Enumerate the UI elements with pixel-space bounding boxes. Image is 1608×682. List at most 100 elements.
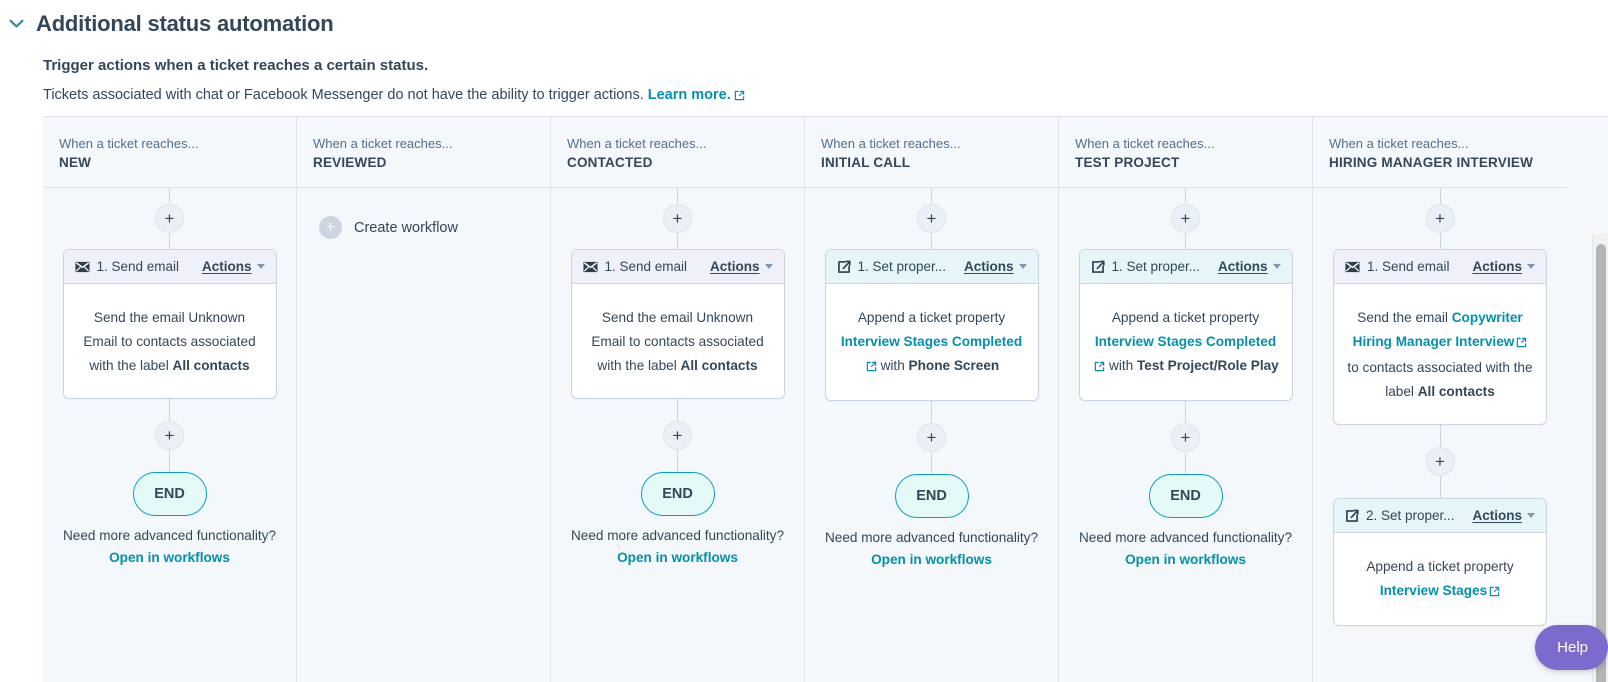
card-body-strong: All contacts xyxy=(1417,384,1495,399)
card-body-text: with xyxy=(1105,358,1137,373)
page-header: Additional status automation Trigger act… xyxy=(0,0,1608,107)
flow-connector xyxy=(1185,401,1186,423)
add-action-button[interactable]: + xyxy=(663,421,692,450)
flow-connector xyxy=(1185,188,1186,204)
card-body-text: Send the email Unknown Email to contacts… xyxy=(591,310,764,373)
action-card-title: 1. Send email xyxy=(96,259,180,274)
actions-label: Actions xyxy=(201,259,252,274)
chevron-down-icon[interactable] xyxy=(6,14,26,34)
learn-more-label: Learn more. xyxy=(647,87,731,103)
open-in-workflows-link[interactable]: Open in workflows xyxy=(1125,552,1246,567)
actions-menu-button[interactable]: Actions xyxy=(964,259,1027,274)
create-workflow-button[interactable]: +Create workflow xyxy=(297,188,550,239)
flow-connector xyxy=(169,399,170,421)
column-footer: Need more advanced functionality?Open in… xyxy=(551,526,805,565)
column-footer: Need more advanced functionality? Open in… xyxy=(43,526,297,565)
column-status-name: INITIAL CALL xyxy=(821,155,911,170)
action-card-header: 1. Send email Actions xyxy=(571,250,784,284)
action-card-body: Send the email Unknown Email to contacts… xyxy=(572,284,784,398)
card-body-strong: Phone Screen xyxy=(908,358,1000,373)
footer-question: Need more advanced functionality? xyxy=(824,530,1039,545)
card-body-link[interactable]: Interview Stages xyxy=(1380,583,1500,598)
action-card-title: 1. Send email xyxy=(604,259,688,274)
add-action-button[interactable]: + xyxy=(1425,447,1455,476)
action-card-title: 1. Set proper... xyxy=(1111,259,1201,274)
flow-connector xyxy=(931,401,932,423)
add-action-button[interactable]: + xyxy=(1171,423,1200,452)
action-card-body: Append a ticket property Interview Stage… xyxy=(826,284,1038,400)
card-body-strong: Test Project/Role Play xyxy=(1136,358,1279,373)
status-column-reviewed: When a ticket reaches...REVIEWED+Create … xyxy=(297,117,551,682)
add-action-button[interactable]: + xyxy=(917,204,946,233)
flow-connector xyxy=(931,233,932,249)
column-header: When a ticket reaches...HIRING MANAGER I… xyxy=(1313,117,1567,188)
add-action-button[interactable]: + xyxy=(917,423,946,452)
chevron-down-icon xyxy=(1527,264,1535,269)
column-body: +Create workflow xyxy=(297,188,550,682)
open-in-workflows-link[interactable]: Open in workflows xyxy=(109,550,230,565)
flow-connector xyxy=(677,233,678,249)
actions-menu-button[interactable]: Actions xyxy=(1472,259,1535,274)
card-body-link[interactable]: Interview Stages Completed xyxy=(1092,334,1276,373)
help-button[interactable]: Help xyxy=(1535,625,1608,670)
card-body-link[interactable]: Copywriter Hiring Manager Interview xyxy=(1353,310,1528,349)
column-when-label: When a ticket reaches... xyxy=(1075,136,1215,151)
actions-label: Actions xyxy=(1217,259,1268,274)
status-column-hiring-manager-interview: When a ticket reaches...HIRING MANAGER I… xyxy=(1313,117,1567,682)
open-in-workflows-link[interactable]: Open in workflows xyxy=(617,550,738,565)
action-card-body: Append a ticket property Interview Stage… xyxy=(1080,284,1292,400)
column-header: When a ticket reaches...REVIEWED xyxy=(297,117,550,188)
end-node[interactable]: END xyxy=(894,474,969,518)
action-card-header: 2. Set proper... Actions xyxy=(1334,499,1546,533)
card-body-text: Send the email xyxy=(1357,310,1452,325)
edit-property-icon xyxy=(837,260,851,274)
card-body-link[interactable]: Interview Stages Completed xyxy=(841,334,1022,373)
actions-label: Actions xyxy=(1472,508,1522,523)
card-body-text: to contacts associated with the label xyxy=(1347,360,1533,399)
actions-menu-button[interactable]: Actions xyxy=(710,259,773,274)
envelope-icon xyxy=(1345,261,1360,273)
action-card-body: Send the email Copywriter Hiring Manager… xyxy=(1334,284,1546,424)
add-action-button[interactable]: + xyxy=(155,421,184,450)
end-node[interactable]: END xyxy=(1148,474,1223,518)
column-when-label: When a ticket reaches... xyxy=(821,136,961,151)
actions-menu-button[interactable]: Actions xyxy=(1218,259,1281,274)
add-action-button[interactable]: + xyxy=(663,204,692,233)
scrollbar-thumb[interactable] xyxy=(1596,244,1606,682)
add-action-button[interactable]: + xyxy=(1425,204,1455,233)
vertical-scrollbar[interactable] xyxy=(1592,234,1608,682)
column-when-label: When a ticket reaches... xyxy=(567,136,707,151)
external-link-icon xyxy=(1094,356,1105,380)
card-body-text: Append a ticket property xyxy=(1111,310,1260,325)
section-title-row: Additional status automation xyxy=(0,10,1608,38)
learn-more-link[interactable]: Learn more. xyxy=(648,87,745,103)
status-columns: When a ticket reaches... NEW +1. Send emai… xyxy=(43,117,1608,682)
end-node[interactable]: END xyxy=(132,472,207,516)
section-description-text: Tickets associated with chat or Facebook… xyxy=(43,87,644,103)
external-link-icon xyxy=(1516,332,1527,356)
actions-menu-button[interactable]: Actions xyxy=(202,259,265,274)
column-when-label: When a ticket reaches... xyxy=(59,136,199,151)
open-in-workflows-link[interactable]: Open in workflows xyxy=(871,552,992,567)
column-status-name: NEW xyxy=(59,155,92,170)
column-when-label: When a ticket reaches... xyxy=(1329,136,1469,151)
add-action-button[interactable]: + xyxy=(155,204,184,233)
action-card-title: 2. Set proper... xyxy=(1366,508,1455,523)
footer-question: Need more advanced functionality? xyxy=(62,528,277,543)
end-node[interactable]: END xyxy=(640,472,715,516)
chevron-down-icon xyxy=(256,264,265,269)
add-action-button[interactable]: + xyxy=(1171,204,1200,233)
column-status-name: TEST PROJECT xyxy=(1075,155,1180,170)
actions-menu-button[interactable]: Actions xyxy=(1472,508,1535,523)
